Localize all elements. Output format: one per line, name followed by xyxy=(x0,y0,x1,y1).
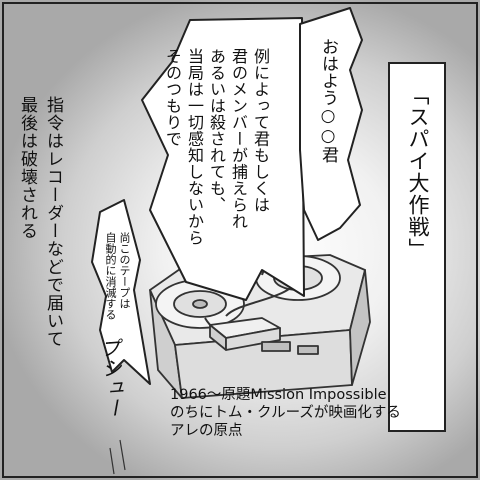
speech-line: 君のメンバーが捕えられ xyxy=(229,48,248,230)
title-text: 「スパイ大作戦」 xyxy=(406,84,430,260)
front-button xyxy=(261,341,291,352)
caption-line: 1966～原題Mission Impossible xyxy=(170,387,387,403)
sfx-lines xyxy=(109,439,126,475)
small-bubble-line: 尚このテープは xyxy=(118,232,131,309)
small-bubble-line: 自動的に消滅する xyxy=(104,232,117,320)
sound-effect-text: プシュー xyxy=(96,337,126,419)
front-button xyxy=(297,345,319,355)
title-box xyxy=(388,62,446,432)
narration-line: 最後は破壊される xyxy=(17,96,37,240)
caption: 1966～原題Mission Impossible のちにトム・クルーズが映画化… xyxy=(170,386,475,440)
speech-line: あるいは殺されても、 xyxy=(207,48,226,213)
caption-line: アレの原点 xyxy=(170,423,243,439)
recorder-right-side xyxy=(349,269,371,386)
speech-line: 例によって君もしくは xyxy=(251,48,270,213)
greeting-text: おはよう○○君 xyxy=(318,38,338,163)
small-bubble-shape xyxy=(91,199,151,385)
speech-line: 当局は一切感知しないから xyxy=(185,48,204,246)
small-bubble-text: 尚このテープは 自動的に消滅する xyxy=(103,232,131,320)
speech-line: そのつもりで xyxy=(163,48,182,147)
narration-line: 指令はレコーダーなどで届いて xyxy=(43,96,63,348)
caption-line: のちにトム・クルーズが映画化する xyxy=(170,405,401,421)
narration-text: 指令はレコーダーなどで届いて 最後は破壊される xyxy=(14,96,66,348)
speech-bubble-text: 例によって君もしくは 君のメンバーが捕えられ あるいは殺されても、 当局は一切感… xyxy=(161,48,271,246)
greeting-bubble-shape xyxy=(299,7,363,241)
